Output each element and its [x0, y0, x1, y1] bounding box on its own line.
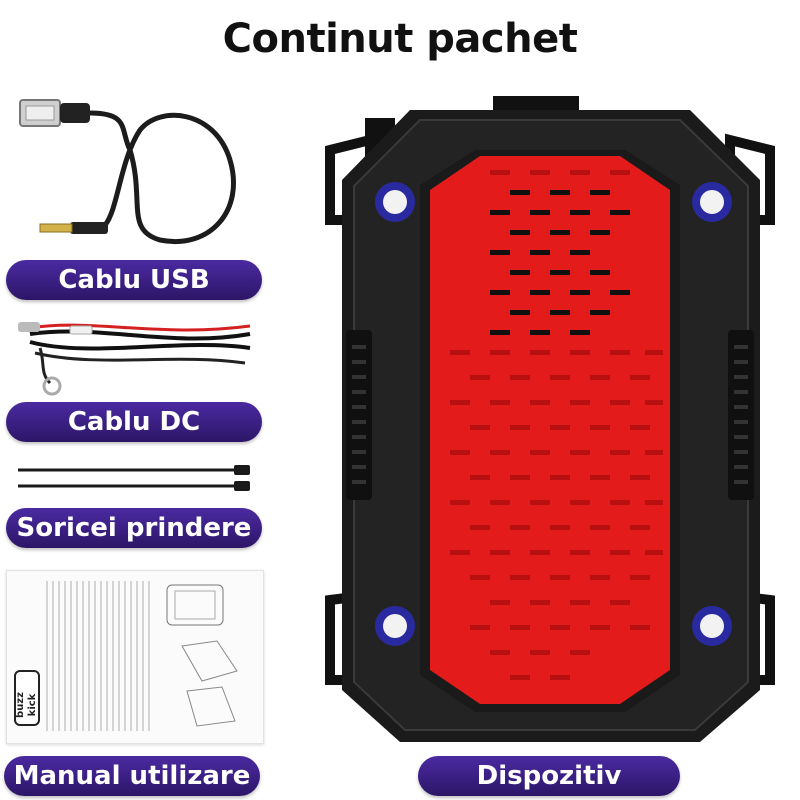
usb-cable-label: Cablu USB [6, 260, 262, 300]
device-image [325, 96, 775, 742]
usb-cable-image [19, 99, 236, 244]
page-title: Continut pachet [222, 16, 578, 62]
dc-cable-image [18, 322, 251, 396]
dc-cable-label: Cablu DC [6, 402, 262, 442]
manual-logo-line1: buzz [15, 692, 26, 718]
led-lights [375, 182, 732, 646]
manual-logo-line2: kick [27, 693, 38, 717]
device-label: Dispozitiv [418, 756, 680, 796]
cable-ties-label: Soricei prindere [6, 508, 262, 548]
manual-page-graphic [14, 581, 238, 731]
manual-logo: buzz kick [15, 691, 39, 719]
manual-label: Manual utilizare [4, 756, 260, 796]
user-manual-image: buzz kick [6, 570, 264, 744]
cable-ties-image [18, 465, 250, 491]
